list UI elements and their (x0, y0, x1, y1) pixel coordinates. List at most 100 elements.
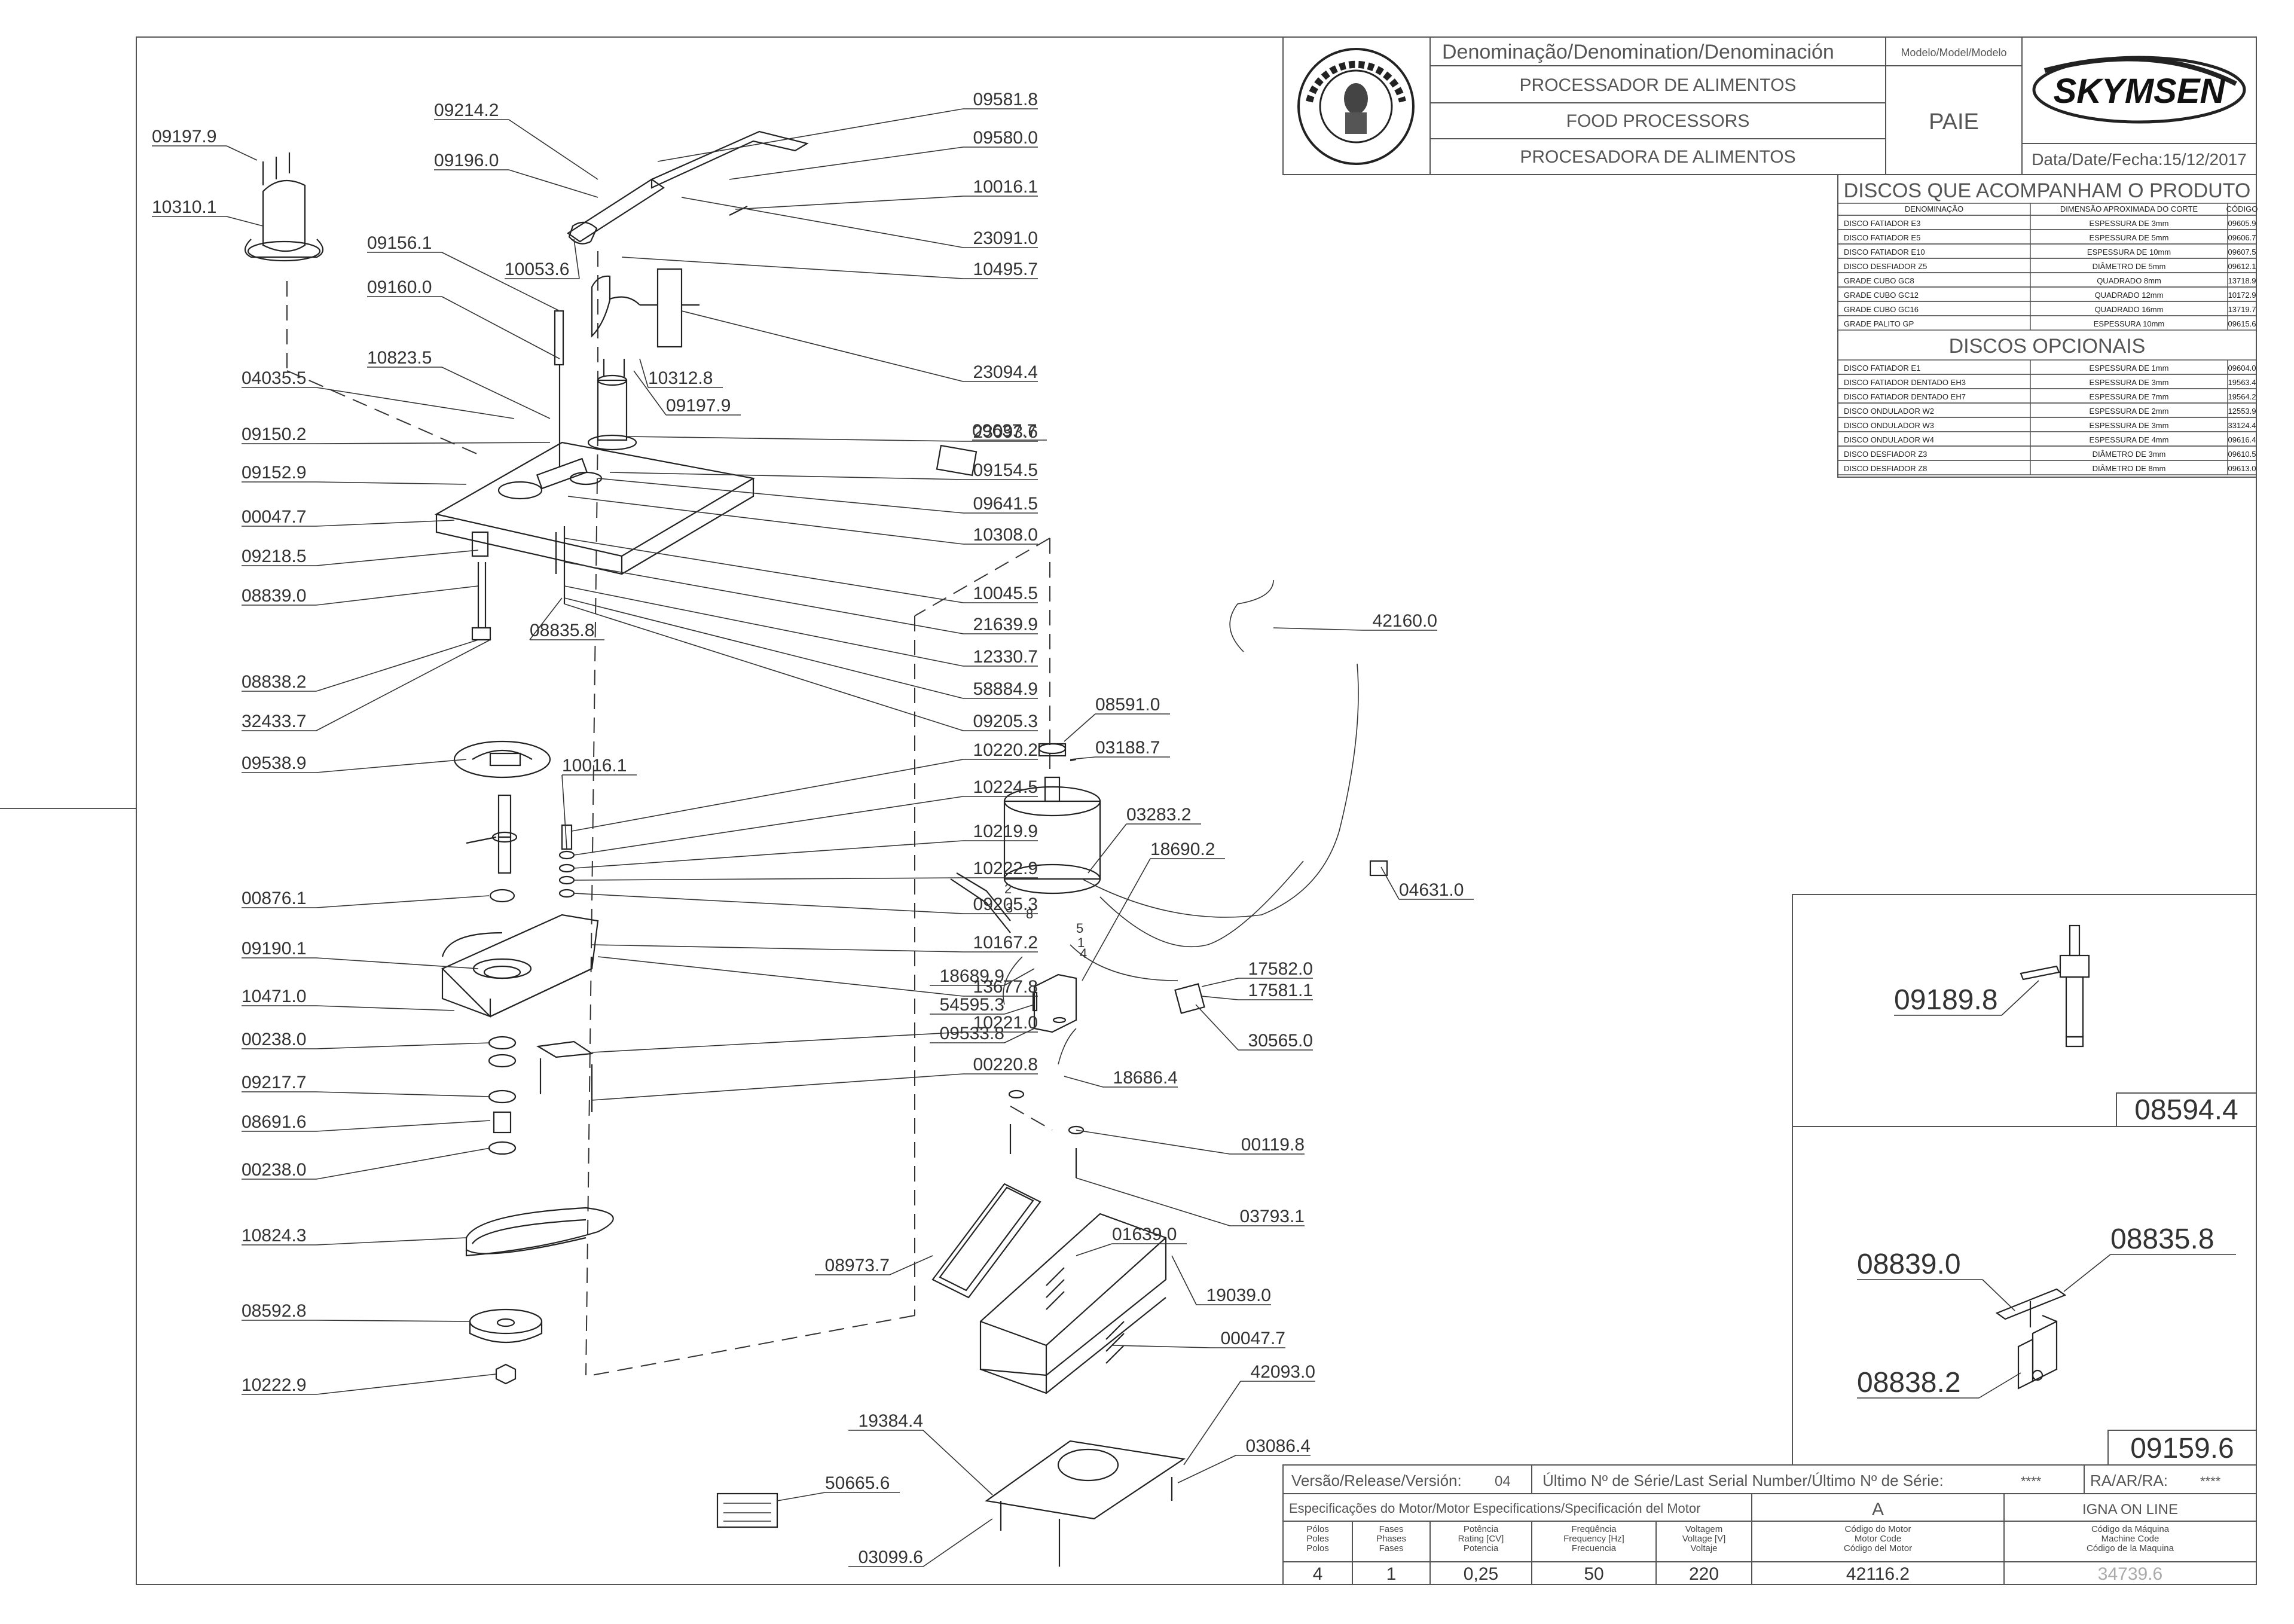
table-cell: DISCO FATIADOR E3 (1844, 219, 1920, 228)
part-label-10220-2: 10220.2 (973, 740, 1038, 760)
part-label-09218-5: 09218.5 (242, 547, 306, 566)
table-cell: ESPESSURA DE 3mm (2090, 421, 2169, 430)
detail-panel-bracket: 09159.6 08839.0 08835.8 08838.2 (1792, 1126, 2257, 1466)
part-label-50665-6: 50665.6 (825, 1473, 890, 1493)
part-label-10167-2: 10167.2 (973, 933, 1038, 953)
part-labels: 09197.910310.104035.509150.209152.900047… (152, 90, 1474, 1567)
part-label-10824-3: 10824.3 (242, 1226, 306, 1246)
part-label-08591-0: 08591.0 (1095, 695, 1160, 715)
spec-header: Poles (1306, 1534, 1329, 1544)
table-cell: DIÂMETRO DE 5mm (2093, 262, 2166, 271)
base-gasket (931, 1183, 1041, 1299)
part-label-04631-0: 04631.0 (1399, 880, 1464, 900)
table-cell: ESPESSURA 10mm (2094, 319, 2165, 328)
table-cell: QUADRADO 16mm (2095, 305, 2164, 314)
label-09189-8: 09189.8 (1894, 984, 1998, 1016)
svg-text:SKYMSEN: SKYMSEN (2054, 72, 2226, 111)
part-label-10308-0: 10308.0 (973, 525, 1038, 545)
name-pt: PROCESSADOR DE ALIMENTOS (1520, 75, 1797, 95)
wire-number: 5 (1076, 921, 1083, 936)
version-label: Versão/Release/Versión: (1291, 1472, 1462, 1489)
table-cell: ESPESSURA DE 3mm (2090, 378, 2169, 387)
part-label-10312-8: 10312.8 (648, 368, 713, 388)
part-label-10219-9: 10219.9 (973, 822, 1038, 841)
spec-header: Código de la Maquina (2087, 1543, 2174, 1553)
table-cell: DISCO DESFIADOR Z8 (1844, 464, 1927, 473)
table-cell: 09616.4 (2228, 435, 2256, 444)
part-label-00876-1: 00876.1 (242, 889, 306, 908)
table-cell: DISCO FATIADOR DENTADO EH7 (1844, 392, 1966, 401)
part-label-42093-0: 42093.0 (1251, 1362, 1315, 1382)
part-label-00238-0: 00238.0 (242, 1030, 306, 1049)
ra-label: RA/AR/RA: (2090, 1472, 2168, 1489)
part-label-32433-7: 32433.7 (242, 712, 306, 731)
part-label-09205-3: 09205.3 (973, 895, 1038, 914)
part-label-10310-1: 10310.1 (152, 197, 216, 217)
serial-value: **** (2021, 1474, 2042, 1489)
spec-value: 1 (1386, 1564, 1397, 1584)
part-label-58884-9: 58884.9 (973, 679, 1038, 699)
spec-value: 0,25 (1464, 1564, 1498, 1584)
title-block: Denominação/Denomination/Denominación PR… (1282, 36, 2257, 175)
table-cell: 09613.0 (2228, 464, 2256, 473)
table-cell: 13718.9 (2228, 276, 2256, 285)
part-label-09190-1: 09190.1 (242, 939, 306, 958)
part-label-23091-0: 23091.0 (973, 228, 1038, 248)
optional-discs-title: DISCOS OPCIONAIS (1949, 335, 2146, 358)
table-cell: DIÂMETRO DE 3mm (2093, 450, 2166, 459)
label-08839-0-detail: 08839.0 (1857, 1248, 1961, 1280)
motor-spec-label: Especificações do Motor/Motor Especifica… (1289, 1501, 1700, 1516)
bowl-housing (441, 914, 599, 1018)
part-label-08973-7: 08973.7 (825, 1256, 890, 1275)
part-label-09150-2: 09150.2 (242, 425, 306, 444)
part-label-09196-0: 09196.0 (434, 151, 499, 170)
spec-header: Voltagem (1685, 1524, 1723, 1534)
part-label-10471-0: 10471.0 (242, 987, 306, 1006)
detail-code-08594-4: 08594.4 (2134, 1094, 2238, 1126)
spec-value: 220 (1689, 1564, 1719, 1584)
part-label-23093-6: 23093.6 (973, 422, 1038, 442)
online-label: IGNA ON LINE (2082, 1501, 2178, 1518)
warning-sticker (716, 1492, 778, 1528)
date-field: Data/Date/Fecha:15/12/2017 (2032, 150, 2247, 169)
table-cell: DISCO ONDULADOR W3 (1844, 421, 1934, 430)
spec-header: Machine Code (2101, 1534, 2159, 1544)
spec-header: Fases (1379, 1543, 1404, 1553)
part-label-09160-0: 09160.0 (367, 277, 432, 297)
part-label-54595-3: 54595.3 (940, 995, 1004, 1015)
table-cell: ESPESSURA DE 2mm (2090, 407, 2169, 416)
spec-header: Frecuencia (1572, 1543, 1617, 1553)
part-label-09580-0: 09580.0 (973, 128, 1038, 148)
table-cell: QUADRADO 12mm (2095, 291, 2164, 300)
spec-header: Fases (1379, 1524, 1404, 1534)
table-cell: 09610.5 (2228, 450, 2256, 459)
drive-belt (465, 1207, 614, 1257)
table-cell: 09607.5 (2228, 248, 2256, 257)
pulley (469, 1308, 543, 1385)
spec-header: Frequency [Hz] (1563, 1534, 1624, 1544)
part-label-03188-7: 03188.7 (1095, 738, 1160, 758)
part-label-10016-1: 10016.1 (562, 756, 627, 776)
part-label-10495-7: 10495.7 (973, 260, 1038, 279)
part-label-18686-4: 18686.4 (1113, 1068, 1178, 1088)
spec-header: Rating [CV] (1458, 1534, 1504, 1544)
table-cell: ESPESSURA DE 10mm (2087, 248, 2171, 257)
table-cell: DISCO ONDULADOR W4 (1844, 435, 1934, 444)
table-cell: GRADE CUBO GC8 (1844, 276, 1914, 285)
table-cell: 09605.9 (2228, 219, 2256, 228)
table-cell: 09615.6 (2228, 319, 2256, 328)
table-cell: ESPESSURA DE 4mm (2090, 435, 2169, 444)
part-label-03283-2: 03283.2 (1126, 805, 1191, 825)
table-cell: DISCO DESFIADOR Z5 (1844, 262, 1927, 271)
part-label-10823-5: 10823.5 (367, 348, 432, 368)
table-cell: 13719.7 (2228, 305, 2256, 314)
part-label-13677-8: 13677.8 (973, 977, 1038, 997)
part-label-42160-0: 42160.0 (1373, 611, 1437, 631)
wire-number: 2 (1004, 881, 1012, 896)
label-08835-8-detail: 08835.8 (2110, 1223, 2214, 1255)
table-cell: 33124.4 (2228, 421, 2256, 430)
discs-table: DISCOS QUE ACOMPANHAM O PRODUTO DISCOS O… (1837, 174, 2258, 478)
part-label-03793-1: 03793.1 (1240, 1207, 1305, 1226)
denomination-header: Denominação/Denomination/Denominación (1442, 41, 1834, 63)
